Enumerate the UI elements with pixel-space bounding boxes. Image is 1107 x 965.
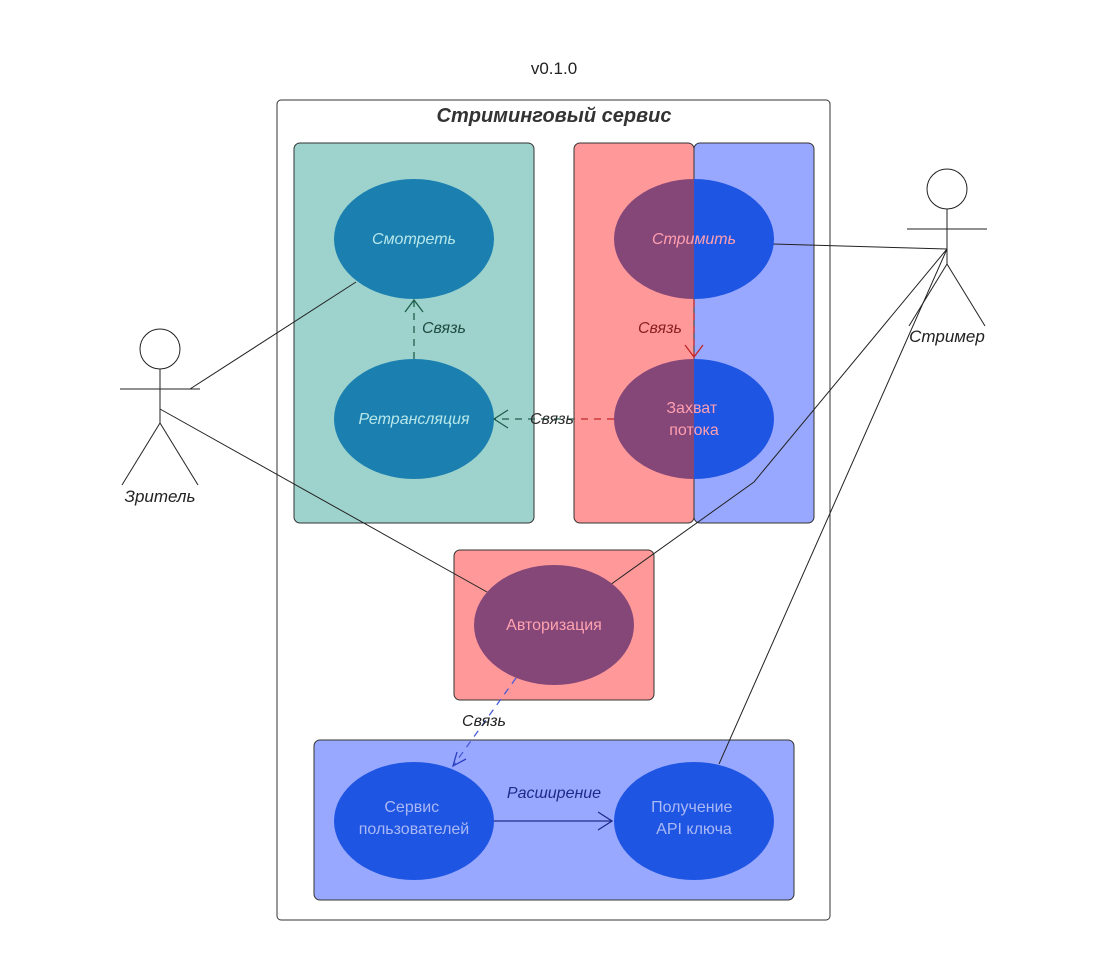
- streamer-label: Стример: [909, 327, 985, 346]
- assoc-viewer-auth: [159, 408, 488, 593]
- rel-retranslate-watch-label: Связь: [422, 320, 466, 337]
- use-case-capture[interactable]: [614, 359, 774, 479]
- api-key-line-1: Получение: [651, 799, 732, 816]
- rel-auth-user-service: [451, 677, 517, 768]
- use-case-auth-label: Авторизация: [506, 617, 602, 634]
- rel-retranslate-watch: [404, 298, 424, 359]
- use-case-watch[interactable]: [334, 179, 494, 299]
- use-case-stream-label: Стримить: [652, 231, 736, 248]
- capture-line-2: потока: [669, 422, 719, 439]
- assoc-streamer-stream: [772, 243, 948, 250]
- rel-auth-user-service-label: Связь: [462, 713, 506, 730]
- use-case-capture-label: Захват потока: [666, 400, 721, 439]
- use-case-user-service[interactable]: [334, 762, 494, 880]
- assoc-streamer-api-key: [718, 248, 948, 765]
- viewer-actor: [120, 328, 200, 486]
- rel-user-service-api-key-label: Расширение: [507, 785, 601, 802]
- assoc-streamer-auth: [609, 248, 948, 586]
- rel-capture-retranslate: [492, 409, 614, 429]
- rel-user-service-api-key: [494, 811, 614, 831]
- streamer-actor: [907, 168, 987, 327]
- use-case-watch-label: Смотреть: [372, 231, 456, 248]
- capture-line-1: Захват: [666, 400, 717, 417]
- assoc-viewer-watch: [189, 281, 357, 390]
- use-case-api-key-label: Получение API ключа: [651, 799, 737, 838]
- rel-stream-capture-label: Связь: [638, 320, 682, 337]
- api-key-line-2: API ключа: [656, 821, 732, 838]
- associations: [159, 243, 948, 765]
- use-case-user-service-label: Сервис пользователей: [359, 799, 470, 838]
- use-case-retranslate[interactable]: [334, 359, 494, 479]
- system-title: Стриминговый сервис: [437, 105, 672, 127]
- user-service-line-2: пользователей: [359, 821, 470, 838]
- user-service-line-1: Сервис: [384, 799, 439, 816]
- rel-stream-capture: [684, 300, 704, 359]
- use-case-auth[interactable]: [474, 565, 634, 685]
- use-case-retranslate-label: Ретрансляция: [358, 411, 470, 428]
- use-case-api-key[interactable]: [614, 762, 774, 880]
- rel-capture-retranslate-label: Связь: [530, 411, 574, 428]
- version-label: v0.1.0: [531, 59, 577, 78]
- viewer-label: Зритель: [125, 487, 196, 506]
- use-case-stream[interactable]: [614, 179, 774, 299]
